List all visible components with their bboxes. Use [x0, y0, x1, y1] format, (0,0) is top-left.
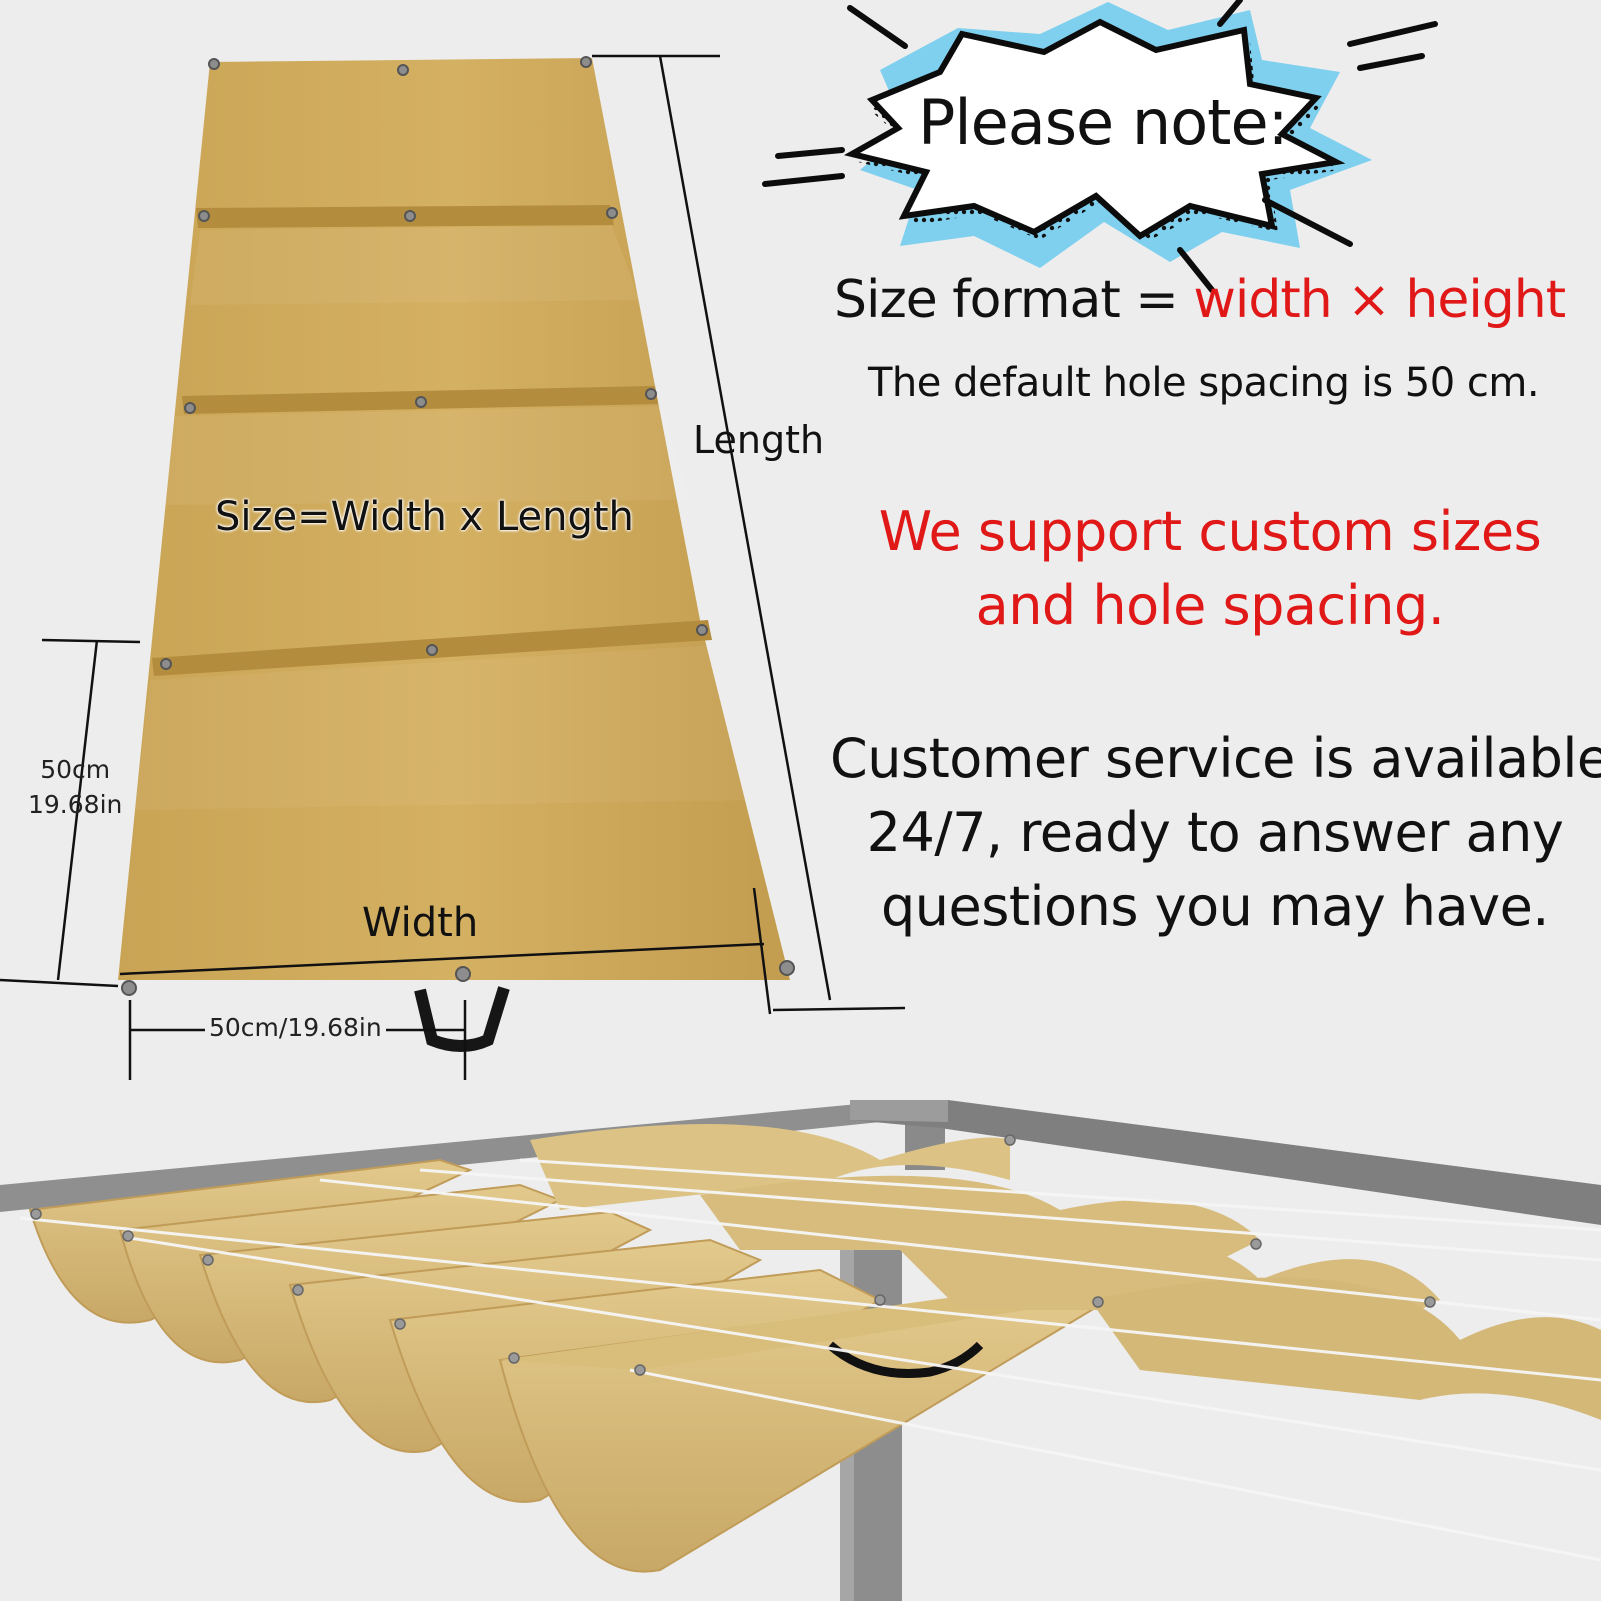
grommet: [645, 388, 657, 400]
service-line-1: Customer service is available: [830, 727, 1601, 790]
grommet: [455, 966, 471, 982]
grommet-spacing-label: 50cm/19.68in: [205, 1013, 386, 1042]
grommet: [397, 64, 409, 76]
note-burst: [762, 0, 1438, 293]
grommet: [121, 980, 137, 996]
guide-wires: [19, 1158, 1601, 1562]
grommet: [696, 624, 708, 636]
size-format-line: Size format = width × height: [834, 270, 1566, 330]
dimension-lines: [0, 54, 906, 1080]
size-format-value: width × height: [1193, 270, 1566, 330]
length-label: Length: [693, 418, 825, 462]
service-line-2: 24/7, ready to answer any: [866, 801, 1564, 864]
grommet: [415, 396, 427, 408]
grommet: [580, 56, 592, 68]
canvas-fabric: [118, 58, 790, 980]
canvas-handle: [414, 986, 510, 1052]
note-title: Please note:: [918, 86, 1288, 159]
grommet: [198, 210, 210, 222]
panel-spacing-in: 19.68in: [28, 790, 123, 819]
grommet: [426, 644, 438, 656]
grommet: [404, 210, 416, 222]
grommet: [779, 960, 795, 976]
size-formula-label: Size=Width x Length: [215, 494, 634, 540]
service-line-3: questions you may have.: [881, 875, 1549, 938]
pergola-beam-right: [850, 1100, 1601, 1225]
custom-line-2: and hole spacing.: [975, 574, 1445, 637]
pergola-canvas-handle: [827, 1341, 984, 1378]
grommet: [184, 402, 196, 414]
hole-spacing-note: The default hole spacing is 50 cm.: [868, 360, 1540, 406]
grommet: [208, 58, 220, 70]
panel-spacing-cm: 50cm: [40, 755, 111, 784]
custom-line-1: We support custom sizes: [878, 500, 1542, 563]
size-format-prefix: Size format =: [834, 270, 1194, 330]
grommet: [160, 658, 172, 670]
customer-service-note: Customer service is available 24/7, read…: [830, 722, 1601, 944]
canopy-folds-front: [28, 1158, 1103, 1573]
panel-spacing-label: 50cm 19.68in: [28, 752, 122, 822]
pergola-scene: [0, 1100, 1601, 1601]
grommet: [606, 207, 618, 219]
width-label: Width: [362, 900, 479, 946]
custom-sizes-note: We support custom sizes and hole spacing…: [830, 495, 1590, 643]
grommets: [121, 56, 795, 996]
canvas-diagram: [0, 54, 906, 1080]
